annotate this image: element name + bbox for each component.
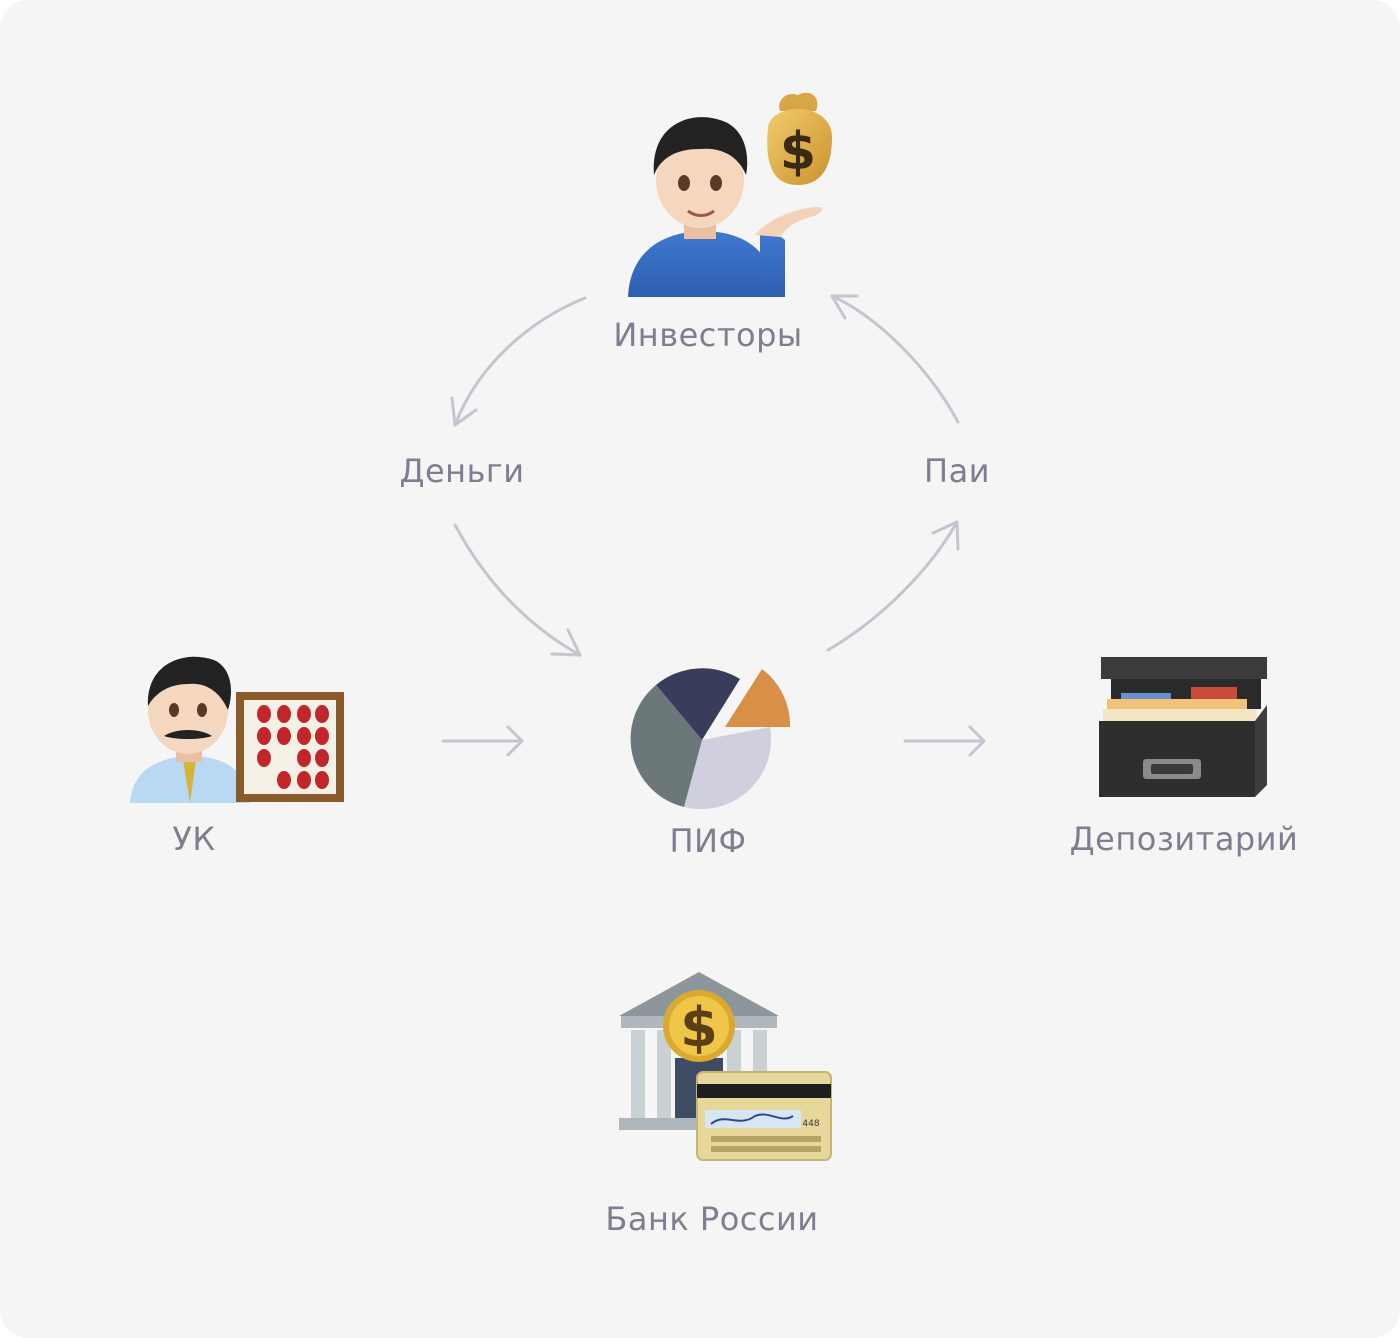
money-flow-label: Деньги <box>399 452 525 490</box>
arrow-fund-to-shares <box>826 520 960 652</box>
pie-chart-icon <box>630 668 791 810</box>
fund-label: ПИФ <box>669 822 747 860</box>
investors-label: Инвесторы <box>613 316 803 354</box>
investor-with-money-bag-icon: $ <box>628 92 832 297</box>
svg-text:$: $ <box>780 122 816 182</box>
arrow-shares-to-investors <box>830 294 960 424</box>
arrow-fund-to-depositary <box>903 725 986 757</box>
man-with-abacus-icon <box>130 656 344 803</box>
svg-text:448: 448 <box>802 1119 819 1129</box>
central-bank-label: Банк России <box>605 1200 819 1238</box>
depositary-label: Депозитарий <box>1069 820 1299 858</box>
management-company-label: УК <box>172 820 216 858</box>
arrow-investors-to-money <box>450 296 587 427</box>
shares-flow-label: Паи <box>924 452 990 490</box>
card-file-box-icon <box>1099 657 1267 797</box>
arrow-money-to-fund <box>453 523 582 657</box>
arrow-uk-to-fund <box>441 725 524 757</box>
svg-text:$: $ <box>680 996 718 1059</box>
bank-with-credit-card-icon: $ 448 <box>619 972 832 1161</box>
